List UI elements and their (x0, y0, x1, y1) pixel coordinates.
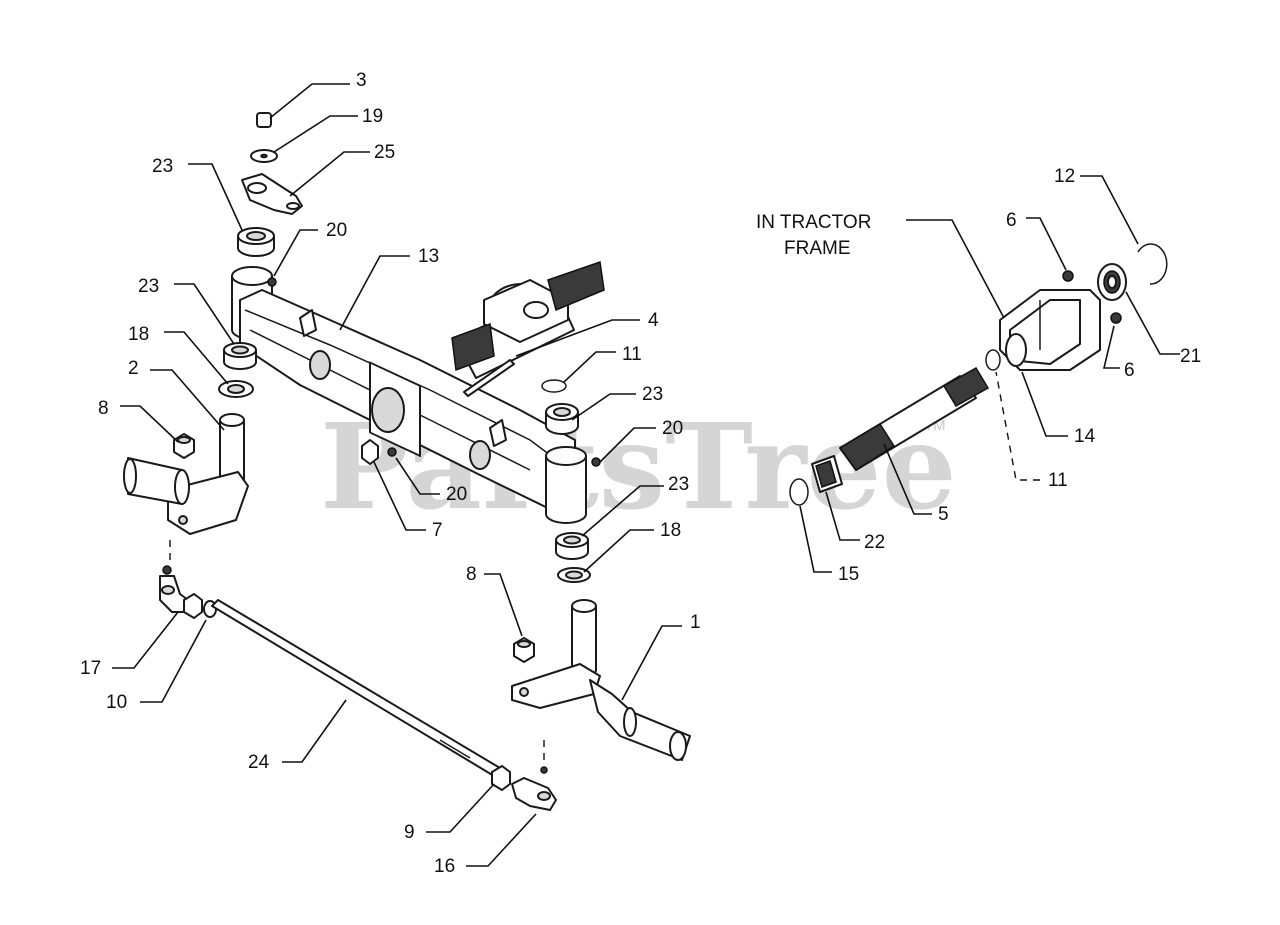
callout-11-axle: 11 (622, 344, 642, 365)
part-jam-nut-9[interactable] (491, 765, 511, 791)
part-nut-6-upper[interactable] (1062, 270, 1074, 282)
callout-11-shaft: 11 (1048, 470, 1068, 491)
part-bushing-23-lower-left[interactable] (223, 342, 257, 370)
callout-group: 3 19 25 23 20 13 23 18 2 8 4 11 23 20 20… (80, 70, 1201, 877)
callout-3: 3 (356, 70, 367, 91)
part-spindle-2-left[interactable] (123, 413, 249, 535)
frame-note-line1: IN TRACTOR (756, 212, 871, 233)
part-axle-beam-13[interactable] (239, 289, 576, 513)
callout-6-upper: 6 (1006, 210, 1017, 231)
part-tie-rod-24[interactable] (211, 599, 501, 777)
part-steering-arm-25[interactable] (241, 173, 303, 215)
callout-22: 22 (864, 532, 885, 553)
callout-9: 9 (404, 822, 415, 843)
callout-18-left: 18 (128, 324, 149, 345)
callout-20-right: 20 (662, 418, 683, 439)
part-bushing-23-upper-right[interactable] (545, 403, 579, 435)
part-nut-8-left[interactable] (173, 433, 195, 459)
part-nut-8-right[interactable] (513, 637, 535, 663)
callout-10: 10 (106, 692, 127, 713)
callout-23-top: 23 (152, 156, 173, 177)
callout-17: 17 (80, 658, 101, 679)
part-shaft-5[interactable] (838, 366, 990, 472)
callout-23-right-low: 23 (668, 474, 689, 495)
callout-20-lower: 20 (446, 484, 467, 505)
frame-note-line2: FRAME (784, 238, 851, 259)
part-tie-rod-end-16[interactable] (511, 766, 557, 811)
callout-23-mid: 23 (138, 276, 159, 297)
callout-2: 2 (128, 358, 139, 379)
part-hub-assembly-4[interactable] (451, 260, 605, 397)
part-snap-ring-11-shaft[interactable] (985, 349, 1001, 371)
callout-1: 1 (690, 612, 701, 633)
callout-14: 14 (1074, 426, 1096, 447)
part-nut-6-lower[interactable] (1110, 312, 1122, 324)
callout-15: 15 (838, 564, 859, 585)
part-washer-18-right[interactable] (557, 567, 591, 583)
callout-8-left: 8 (98, 398, 109, 419)
part-bearing-21[interactable] (1097, 263, 1127, 301)
callout-16: 16 (434, 856, 455, 877)
part-frame-housing-14[interactable] (999, 289, 1101, 371)
callout-5: 5 (938, 504, 949, 525)
callout-21: 21 (1180, 346, 1201, 367)
part-grease-fitting-20-right[interactable] (591, 457, 601, 467)
part-retaining-ring-12[interactable] (1137, 243, 1168, 285)
part-ring-15[interactable] (789, 478, 809, 506)
part-washer-18-left[interactable] (218, 380, 254, 398)
part-grease-fitting-20-upper[interactable] (267, 277, 277, 287)
part-bolt-3[interactable] (256, 112, 272, 128)
callout-18-right: 18 (660, 520, 681, 541)
part-grease-fitting-20-lower[interactable] (387, 447, 397, 457)
callout-23-right-top: 23 (642, 384, 663, 405)
part-spindle-1-right[interactable] (511, 599, 691, 761)
callout-7: 7 (432, 520, 443, 541)
callout-8-right: 8 (466, 564, 477, 585)
callout-13: 13 (418, 246, 439, 267)
part-nut-7[interactable] (361, 439, 379, 465)
part-snap-ring-11-axle[interactable] (541, 379, 567, 393)
callout-4: 4 (648, 310, 659, 331)
part-needle-bearing-22[interactable] (811, 455, 843, 493)
part-washer-19[interactable] (250, 149, 278, 163)
part-bushing-23-lower-right[interactable] (555, 532, 589, 560)
part-bushing-23-upper-left[interactable] (237, 227, 275, 257)
callout-24: 24 (248, 752, 270, 773)
callout-25: 25 (374, 142, 395, 163)
callout-6-lower: 6 (1124, 360, 1135, 381)
callout-20-top: 20 (326, 220, 347, 241)
part-axle-right-pivot-tube (545, 446, 587, 524)
callout-12: 12 (1054, 166, 1075, 187)
callout-19: 19 (362, 106, 383, 127)
